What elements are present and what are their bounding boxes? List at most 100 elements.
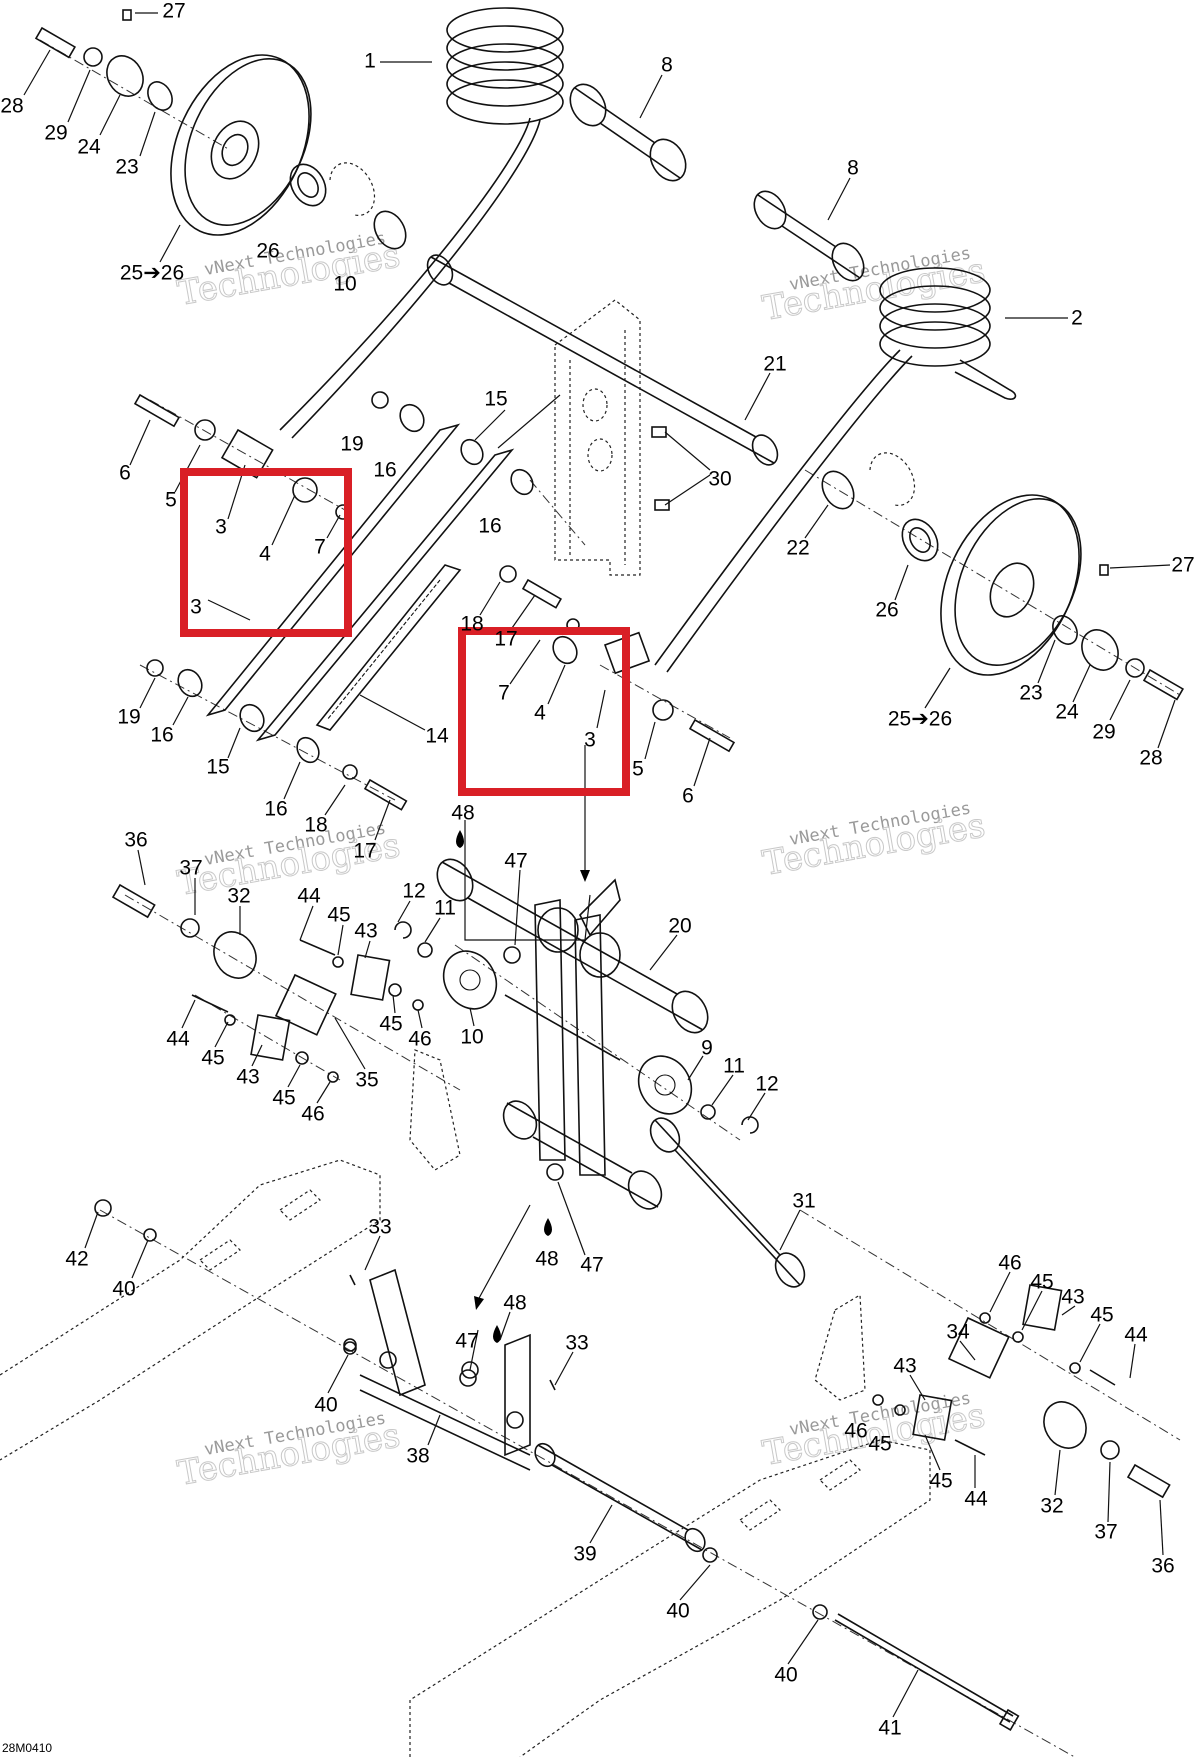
part-number-label: 36 [1151, 1555, 1174, 1578]
part-number-label: 46 [408, 1028, 431, 1051]
part-number-label: 32 [1040, 1495, 1063, 1518]
part-number-label: 18 [460, 613, 483, 636]
part-number-label: 41 [878, 1717, 901, 1740]
part-number-label: 48 [503, 1292, 526, 1315]
highlight-box-left [180, 468, 352, 637]
drawing-reference-code: 28M0410 [2, 1741, 52, 1755]
leader-lines [23, 12, 1176, 1718]
part-number-label: 37 [1094, 1521, 1117, 1544]
part-number-label: 10 [460, 1026, 483, 1049]
part-number-label: 27 [162, 0, 185, 23]
part-number-label: 15 [206, 756, 229, 779]
part-number-label: 36 [124, 829, 147, 852]
part-number-label: 45 [327, 904, 350, 927]
part-number-label: 24 [77, 136, 101, 159]
part-number-label: 32 [227, 885, 250, 908]
part-number-label: 6 [119, 462, 131, 485]
part-number-label: 9 [701, 1037, 713, 1060]
part-number-label: 44 [297, 885, 321, 908]
rear-shaft [649, 1117, 806, 1288]
part-number-label: 8 [661, 54, 673, 77]
part-number-label: 45 [929, 1470, 952, 1493]
part-number-label: 47 [455, 1330, 478, 1353]
part-number-label: 6 [682, 785, 694, 808]
mount-hardware-left [111, 883, 424, 1083]
part-number-label: 43 [354, 920, 377, 943]
torsion-spring-right [654, 267, 1017, 673]
part-number-label: 26 [875, 599, 898, 622]
part-number-label: 12 [402, 880, 425, 903]
part-number-label: 40 [112, 1278, 135, 1301]
part-number-label: 8 [847, 157, 859, 180]
part-number-label: 45 [272, 1087, 295, 1110]
part-number-label: 46 [998, 1252, 1021, 1275]
part-number-label: 43 [236, 1066, 259, 1089]
part-number-label: 2 [1071, 307, 1083, 330]
part-number-label: 40 [666, 1600, 689, 1623]
part-number-label: 48 [535, 1248, 558, 1271]
part-number-label: 23 [115, 156, 138, 179]
sleeve-upper [569, 83, 687, 182]
part-number-label: 44 [964, 1488, 988, 1511]
wear-strip [315, 564, 462, 731]
part-number-label: 20 [668, 915, 691, 938]
part-number-label: 30 [708, 468, 731, 491]
part-number-label: 35 [355, 1069, 378, 1092]
watermark-group: vNext Technologies Technologies vNext Te… [174, 228, 989, 1494]
part-number-label: 15 [484, 388, 507, 411]
part-number-label: 19 [117, 706, 140, 729]
lower-shaft [534, 1442, 706, 1553]
part-number-label: 17 [494, 628, 517, 651]
part-number-label: 29 [1092, 721, 1115, 744]
grease-points [456, 830, 564, 1387]
part-number-label: 7 [498, 682, 510, 705]
side-rail-right [409, 1439, 931, 1757]
part-number-label: 16 [478, 515, 501, 538]
part-number-label: 23 [1019, 682, 1042, 705]
part-number-label: 33 [565, 1332, 588, 1355]
part-number-label: 14 [425, 725, 449, 748]
link-bars [205, 423, 515, 742]
part-number-label: 21 [763, 353, 786, 376]
highlight-boxes [180, 468, 630, 796]
part-number-label: 38 [406, 1445, 429, 1468]
part-number-label: 25➔26 [888, 708, 952, 731]
part-number-label: 46 [844, 1420, 867, 1443]
mount-hardware-right [872, 1284, 1171, 1499]
highlight-box-right [458, 627, 630, 796]
idler-wheel-left [170, 54, 407, 250]
hardware-upper-left [34, 9, 173, 111]
part-number-label: 45 [201, 1047, 224, 1070]
pivot-block-right [637, 1055, 759, 1134]
part-number-label: 3 [190, 596, 202, 619]
part-number-label: 28 [1139, 747, 1162, 770]
part-number-label: 11 [723, 1055, 745, 1078]
long-bolt [94, 1199, 1020, 1731]
part-number-label: 44 [166, 1028, 190, 1051]
part-number-label: 16 [264, 798, 287, 821]
part-number-label: 33 [368, 1216, 391, 1239]
part-number-label: 40 [314, 1394, 337, 1417]
part-number-label: 42 [65, 1248, 88, 1271]
part-number-label: 4 [534, 702, 546, 725]
part-number-label: 24 [1055, 701, 1079, 724]
part-number-label: 18 [304, 814, 327, 837]
part-number-label: 19 [340, 433, 363, 456]
part-number-label: 22 [786, 537, 809, 560]
part-number-label: 45 [1090, 1304, 1113, 1327]
part-number-label: 3 [215, 516, 227, 539]
upper-arm-phantom [554, 299, 641, 576]
phantom-brackets [409, 1049, 866, 1401]
side-rail-left [0, 1159, 381, 1461]
part-number-label: 40 [774, 1664, 797, 1687]
part-number-label: 44 [1124, 1324, 1148, 1347]
torsion-spring-left [279, 7, 564, 439]
part-number-label: 46 [301, 1103, 324, 1126]
part-number-label: 37 [179, 857, 202, 880]
lower-arm-assembly [436, 858, 709, 1210]
part-number-label: 10 [333, 273, 356, 296]
part-number-label: 5 [632, 758, 644, 781]
pivot-block-left [394, 921, 498, 1010]
